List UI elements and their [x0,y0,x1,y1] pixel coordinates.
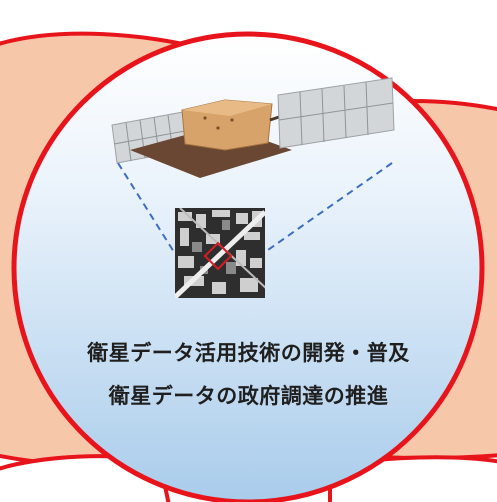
satellite-icon [111,77,395,178]
caption-line-1: 衛星データ活用技術の開発・普及 [87,341,410,365]
solar-panel-right [277,77,395,149]
highlighted-parcel [203,241,233,271]
caption-line-2: 衛星データの政府調達の推進 [108,384,389,408]
dashed-line-left [117,162,175,253]
satellite-image-thumbnail [175,208,265,298]
projection-lines [117,162,393,253]
satellite-body-top [182,100,272,116]
dashed-line-right [264,162,393,253]
